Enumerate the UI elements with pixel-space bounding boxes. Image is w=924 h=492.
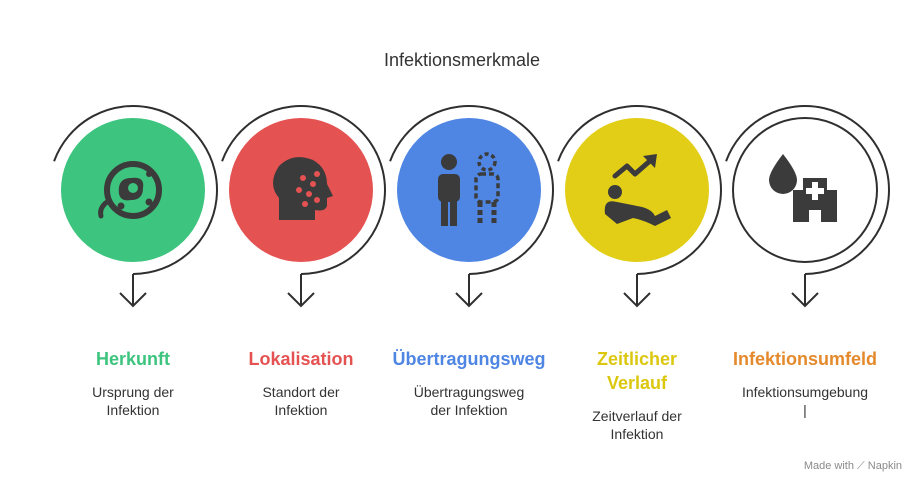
step-description-line: | [803, 402, 807, 418]
step-description-line: der Infektion [430, 402, 508, 418]
step-heading: Infektionsumfeld [720, 347, 890, 371]
step-description-line: Zeitverlauf der [592, 408, 682, 424]
down-arrow-icon [455, 292, 483, 308]
step-heading: Übertragungsweg [384, 347, 554, 371]
step-heading-line: Zeitlicher [596, 349, 678, 369]
step-3 [389, 105, 554, 308]
step-heading-line: Verlauf [606, 373, 668, 393]
step-heading: Herkunft [48, 347, 218, 371]
step-description-line: Standort der [262, 384, 340, 400]
step-2 [221, 105, 386, 308]
step-circle [565, 118, 709, 262]
step-heading-line: Übertragungsweg [392, 349, 546, 369]
step-description-line: Infektion [106, 402, 160, 418]
diagram-title: Infektionsmerkmale [383, 50, 541, 70]
step-heading-line: Lokalisation [248, 349, 354, 369]
down-arrow-icon [119, 292, 147, 308]
down-arrow-icon [791, 292, 819, 308]
step-heading-line: Herkunft [95, 349, 170, 369]
step-ring [389, 105, 554, 275]
transmission-icon [438, 152, 500, 226]
step-ring [53, 105, 218, 275]
napkin-credit: Made with ⟋ Napkin [803, 460, 902, 472]
step-description-line: Ursprung der [92, 384, 174, 400]
step-description-line: Infektionsumgebung [741, 384, 869, 400]
infected-head-icon [273, 157, 333, 220]
step-1 [53, 105, 218, 308]
down-arrow-icon [623, 292, 651, 308]
bacteria-icon [98, 161, 162, 219]
step-heading: Lokalisation [216, 347, 386, 371]
trend-icon [604, 154, 671, 226]
step-circle [397, 118, 541, 262]
step-description-line: Infektion [274, 402, 328, 418]
down-arrow-icon [287, 292, 315, 308]
step-description-line: Übertragungsweg [413, 384, 525, 400]
step-5 [725, 105, 890, 308]
step-description: Übertragungsweg der Infektion [394, 383, 544, 419]
step-ring [557, 105, 722, 275]
step-4 [557, 105, 722, 308]
step-description: Infektionsumgebung | [730, 383, 880, 419]
hospital-icon [769, 154, 837, 222]
step-ring [725, 105, 890, 275]
step-ring [221, 105, 386, 275]
step-heading-line: Infektionsumfeld [732, 349, 877, 369]
step-description-line: Infektion [610, 426, 664, 442]
